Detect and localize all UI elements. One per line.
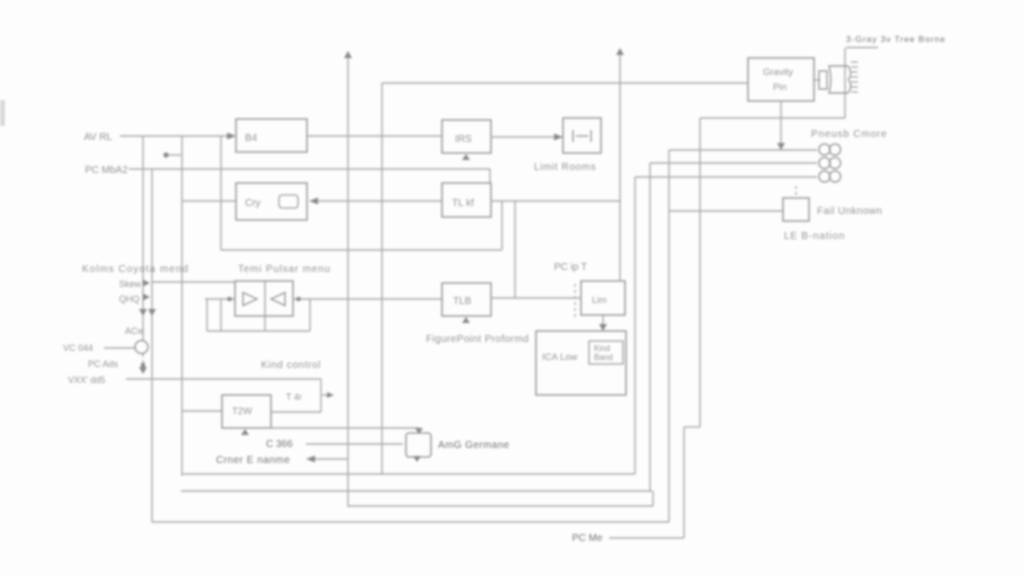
svg-text:T 4r: T 4r: [286, 392, 302, 402]
svg-text:QHQ: QHQ: [119, 294, 140, 304]
svg-text:TL kf: TL kf: [452, 198, 474, 209]
svg-text:Band: Band: [594, 353, 613, 362]
svg-text:Limit Rooms: Limit Rooms: [534, 162, 596, 173]
svg-text:VXX' dd5: VXX' dd5: [68, 375, 105, 385]
svg-text:VC 044: VC 044: [63, 343, 93, 353]
svg-text:PC Me: PC Me: [572, 533, 603, 544]
svg-text:LE B-nation: LE B-nation: [784, 231, 845, 242]
svg-text:ICA Low: ICA Low: [542, 352, 578, 363]
svg-text:PC MbA2: PC MbA2: [85, 165, 128, 176]
svg-text:Kind control: Kind control: [261, 360, 321, 371]
svg-text:Kolms Coyota mend: Kolms Coyota mend: [82, 264, 189, 275]
svg-text:Gravity: Gravity: [763, 67, 793, 78]
svg-text:Cry: Cry: [245, 198, 261, 209]
svg-text:Skew: Skew: [119, 279, 142, 289]
svg-text:PC ip T: PC ip T: [554, 262, 587, 273]
svg-text:Kind: Kind: [594, 344, 610, 353]
svg-text:AmG Germane: AmG Germane: [438, 440, 510, 451]
svg-text:TLB: TLB: [453, 296, 472, 307]
svg-text:PC Ads: PC Ads: [88, 359, 119, 369]
svg-text:C 366: C 366: [266, 439, 293, 450]
svg-text:AV RL: AV RL: [84, 132, 113, 143]
svg-text:3-Gray 3v Tree Borne: 3-Gray 3v Tree Borne: [846, 34, 946, 44]
svg-text:ACw: ACw: [125, 326, 145, 336]
svg-text:Temi Pulsar menu: Temi Pulsar menu: [238, 264, 331, 275]
svg-text:Crner E nanme: Crner E nanme: [216, 455, 290, 466]
svg-text:IRS: IRS: [455, 134, 472, 145]
svg-text:B4: B4: [245, 133, 258, 144]
svg-text:T2W: T2W: [232, 406, 252, 417]
svg-text:FigurePoint Proformd: FigurePoint Proformd: [426, 334, 529, 345]
svg-text:Pneusb Cmore: Pneusb Cmore: [811, 129, 887, 140]
svg-text:Fail Unknown: Fail Unknown: [817, 206, 882, 217]
svg-text:Lim: Lim: [592, 295, 607, 305]
svg-text:Pin: Pin: [773, 82, 787, 93]
